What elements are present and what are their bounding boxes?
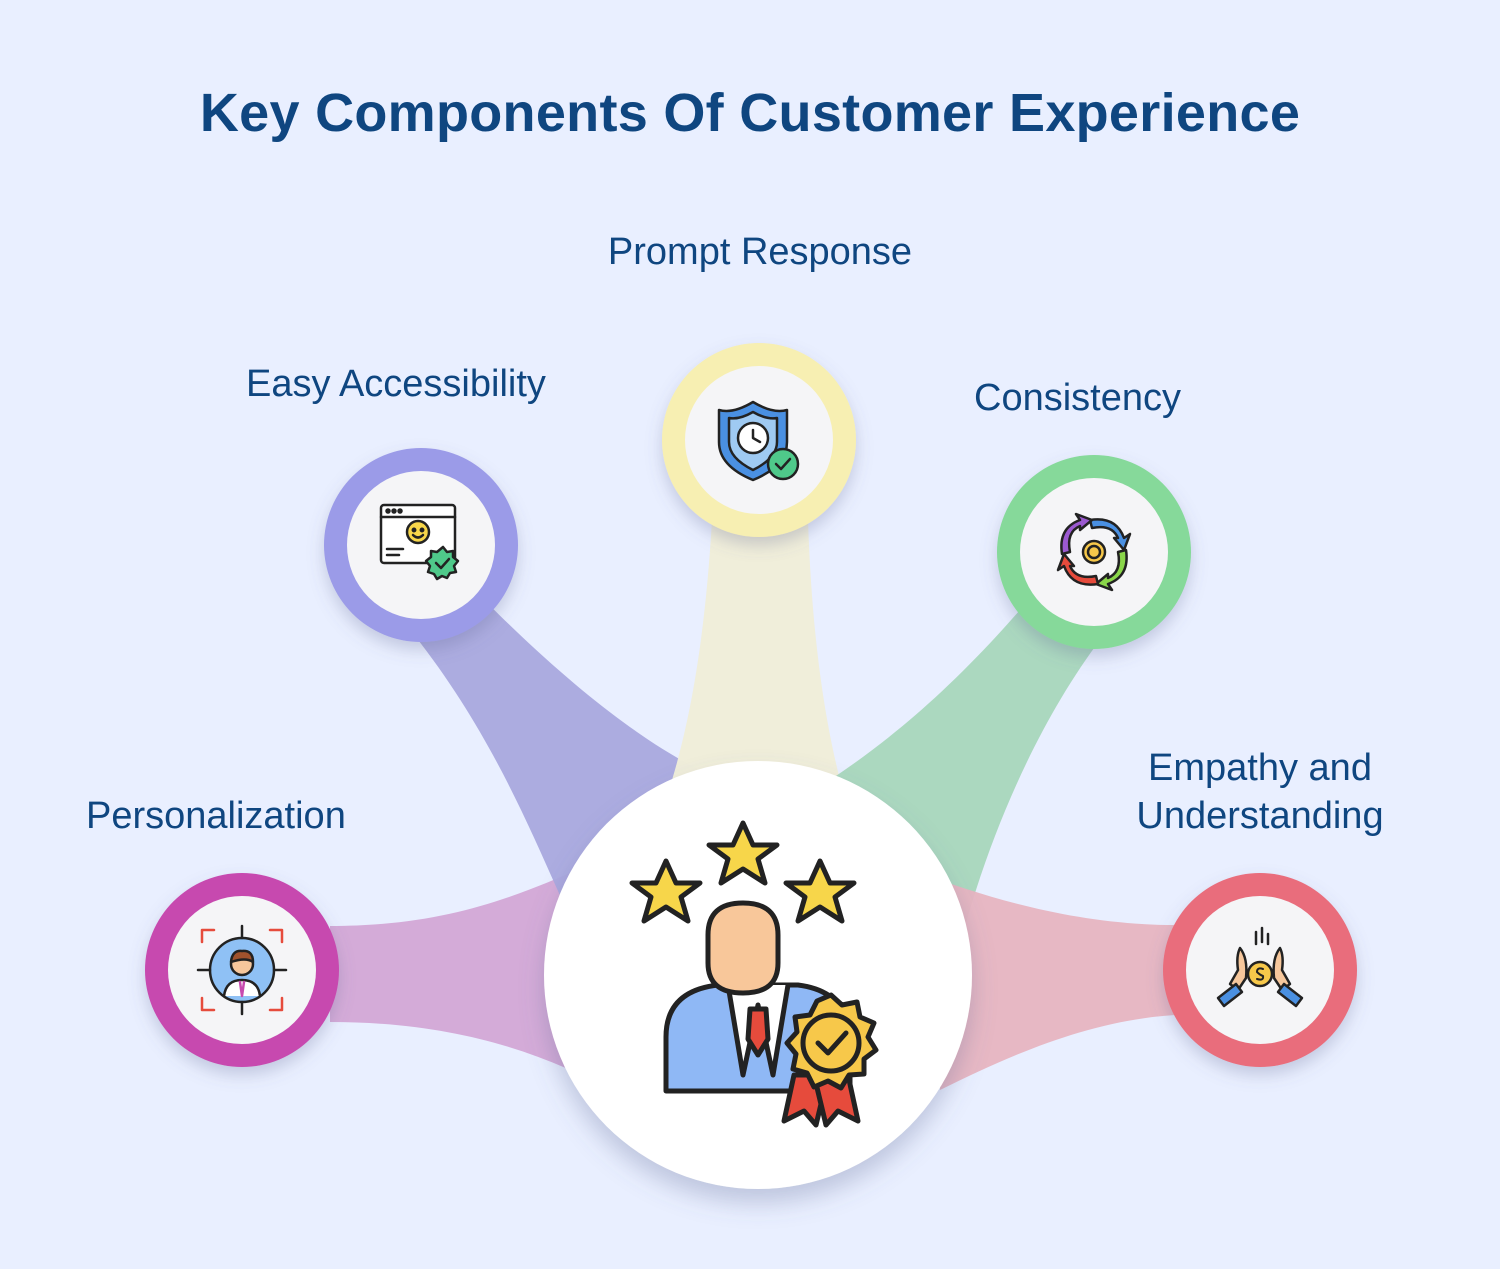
label-personalization: Personalization: [86, 795, 346, 837]
label-empathy-line1: Empathy and: [1148, 747, 1372, 789]
label-easy-accessibility: Easy Accessibility: [246, 363, 546, 405]
hands-coin-icon: [1216, 926, 1304, 1008]
label-empathy-line2: Understanding: [1136, 795, 1384, 837]
label-prompt-response: Prompt Response: [607, 231, 913, 273]
user-target-focus-icon: [196, 924, 288, 1016]
stem-personalization: [330, 860, 620, 1095]
page-title: Key Components Of Customer Experience: [199, 83, 1301, 143]
stem-prompt-response: [672, 520, 840, 780]
shield-clock-check-icon: [717, 400, 800, 482]
stem-empathy: [940, 880, 1175, 1090]
customer-rating-award-icon: [629, 820, 879, 1128]
label-consistency: Consistency: [974, 377, 1181, 419]
browser-smile-badge-icon: [379, 503, 460, 581]
cycle-arrows-coin-icon: [1056, 512, 1132, 592]
